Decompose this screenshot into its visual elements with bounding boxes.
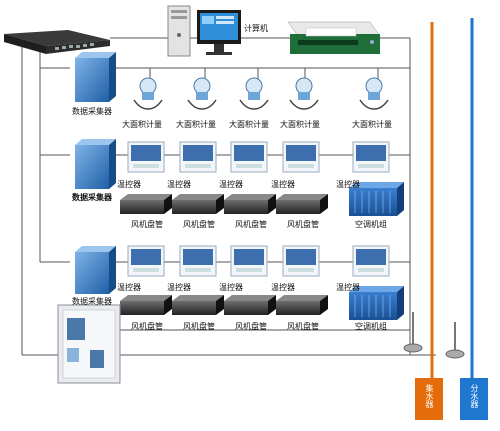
collector-label-1: 数据采集器	[72, 107, 112, 116]
thermostat-label: 温控器	[167, 180, 191, 189]
thermostat-label: 温控器	[271, 283, 295, 292]
computer-label: 计算机	[244, 24, 268, 33]
ahu-label: 空调机组	[355, 220, 387, 229]
printer	[287, 21, 381, 54]
return-manifold-label: 分水器	[470, 384, 479, 408]
fan-coils-row-2	[120, 295, 328, 315]
thermostat-label: 温控器	[271, 180, 295, 189]
thermostat-label: 温控器	[336, 283, 360, 292]
fancoil-label: 风机盘管	[235, 220, 267, 229]
thermostat-label: 温控器	[167, 283, 191, 292]
ahu-unit-2	[349, 286, 404, 320]
collector-device-1	[75, 52, 116, 102]
temp-sensor-1	[403, 312, 423, 353]
network-switch	[4, 30, 110, 54]
supply-manifold-label: 集水器	[425, 384, 434, 408]
flow-meter	[133, 77, 163, 110]
thermostat-label: 温控器	[219, 180, 243, 189]
fancoil-label: 风机盘管	[183, 322, 215, 331]
flow-meter	[239, 77, 269, 110]
fancoil-label: 风机盘管	[235, 322, 267, 331]
temp-sensor-2	[445, 322, 465, 359]
thermostat-label: 温控器	[219, 283, 243, 292]
meter-label: 大面积计量	[122, 120, 162, 129]
thermostat-label: 温控器	[336, 180, 360, 189]
supply-manifold	[415, 378, 443, 420]
pc-tower	[167, 5, 191, 57]
flow-meter	[359, 77, 389, 110]
fancoil-label: 风机盘管	[287, 220, 319, 229]
thermostat-label: 温控器	[117, 283, 141, 292]
return-manifold	[460, 378, 488, 420]
control-cabinet	[57, 304, 121, 384]
flow-meter	[289, 77, 319, 110]
fancoil-label: 风机盘管	[131, 322, 163, 331]
collector-device-2	[75, 139, 116, 189]
ahu-unit-1	[349, 182, 404, 216]
fancoil-label: 风机盘管	[183, 220, 215, 229]
meter-label: 大面积计量	[229, 120, 269, 129]
flow-meters	[133, 77, 389, 110]
meter-label: 大面积计量	[176, 120, 216, 129]
thermostats-row-1	[127, 141, 390, 173]
fan-coils-row-1	[120, 194, 328, 214]
thermostats-row-2	[127, 245, 390, 277]
flow-meter	[187, 77, 217, 110]
collector-label-2: 数据采集器	[72, 193, 112, 202]
fancoil-label: 风机盘管	[131, 220, 163, 229]
meter-label: 大面积计量	[280, 120, 320, 129]
collector-device-3	[75, 246, 116, 294]
monitor	[197, 10, 241, 55]
collector-label-3: 数据采集器	[72, 297, 112, 306]
thermostat-label: 温控器	[117, 180, 141, 189]
ahu-label: 空调机组	[355, 322, 387, 331]
meter-label: 大面积计量	[352, 120, 392, 129]
fancoil-label: 风机盘管	[287, 322, 319, 331]
